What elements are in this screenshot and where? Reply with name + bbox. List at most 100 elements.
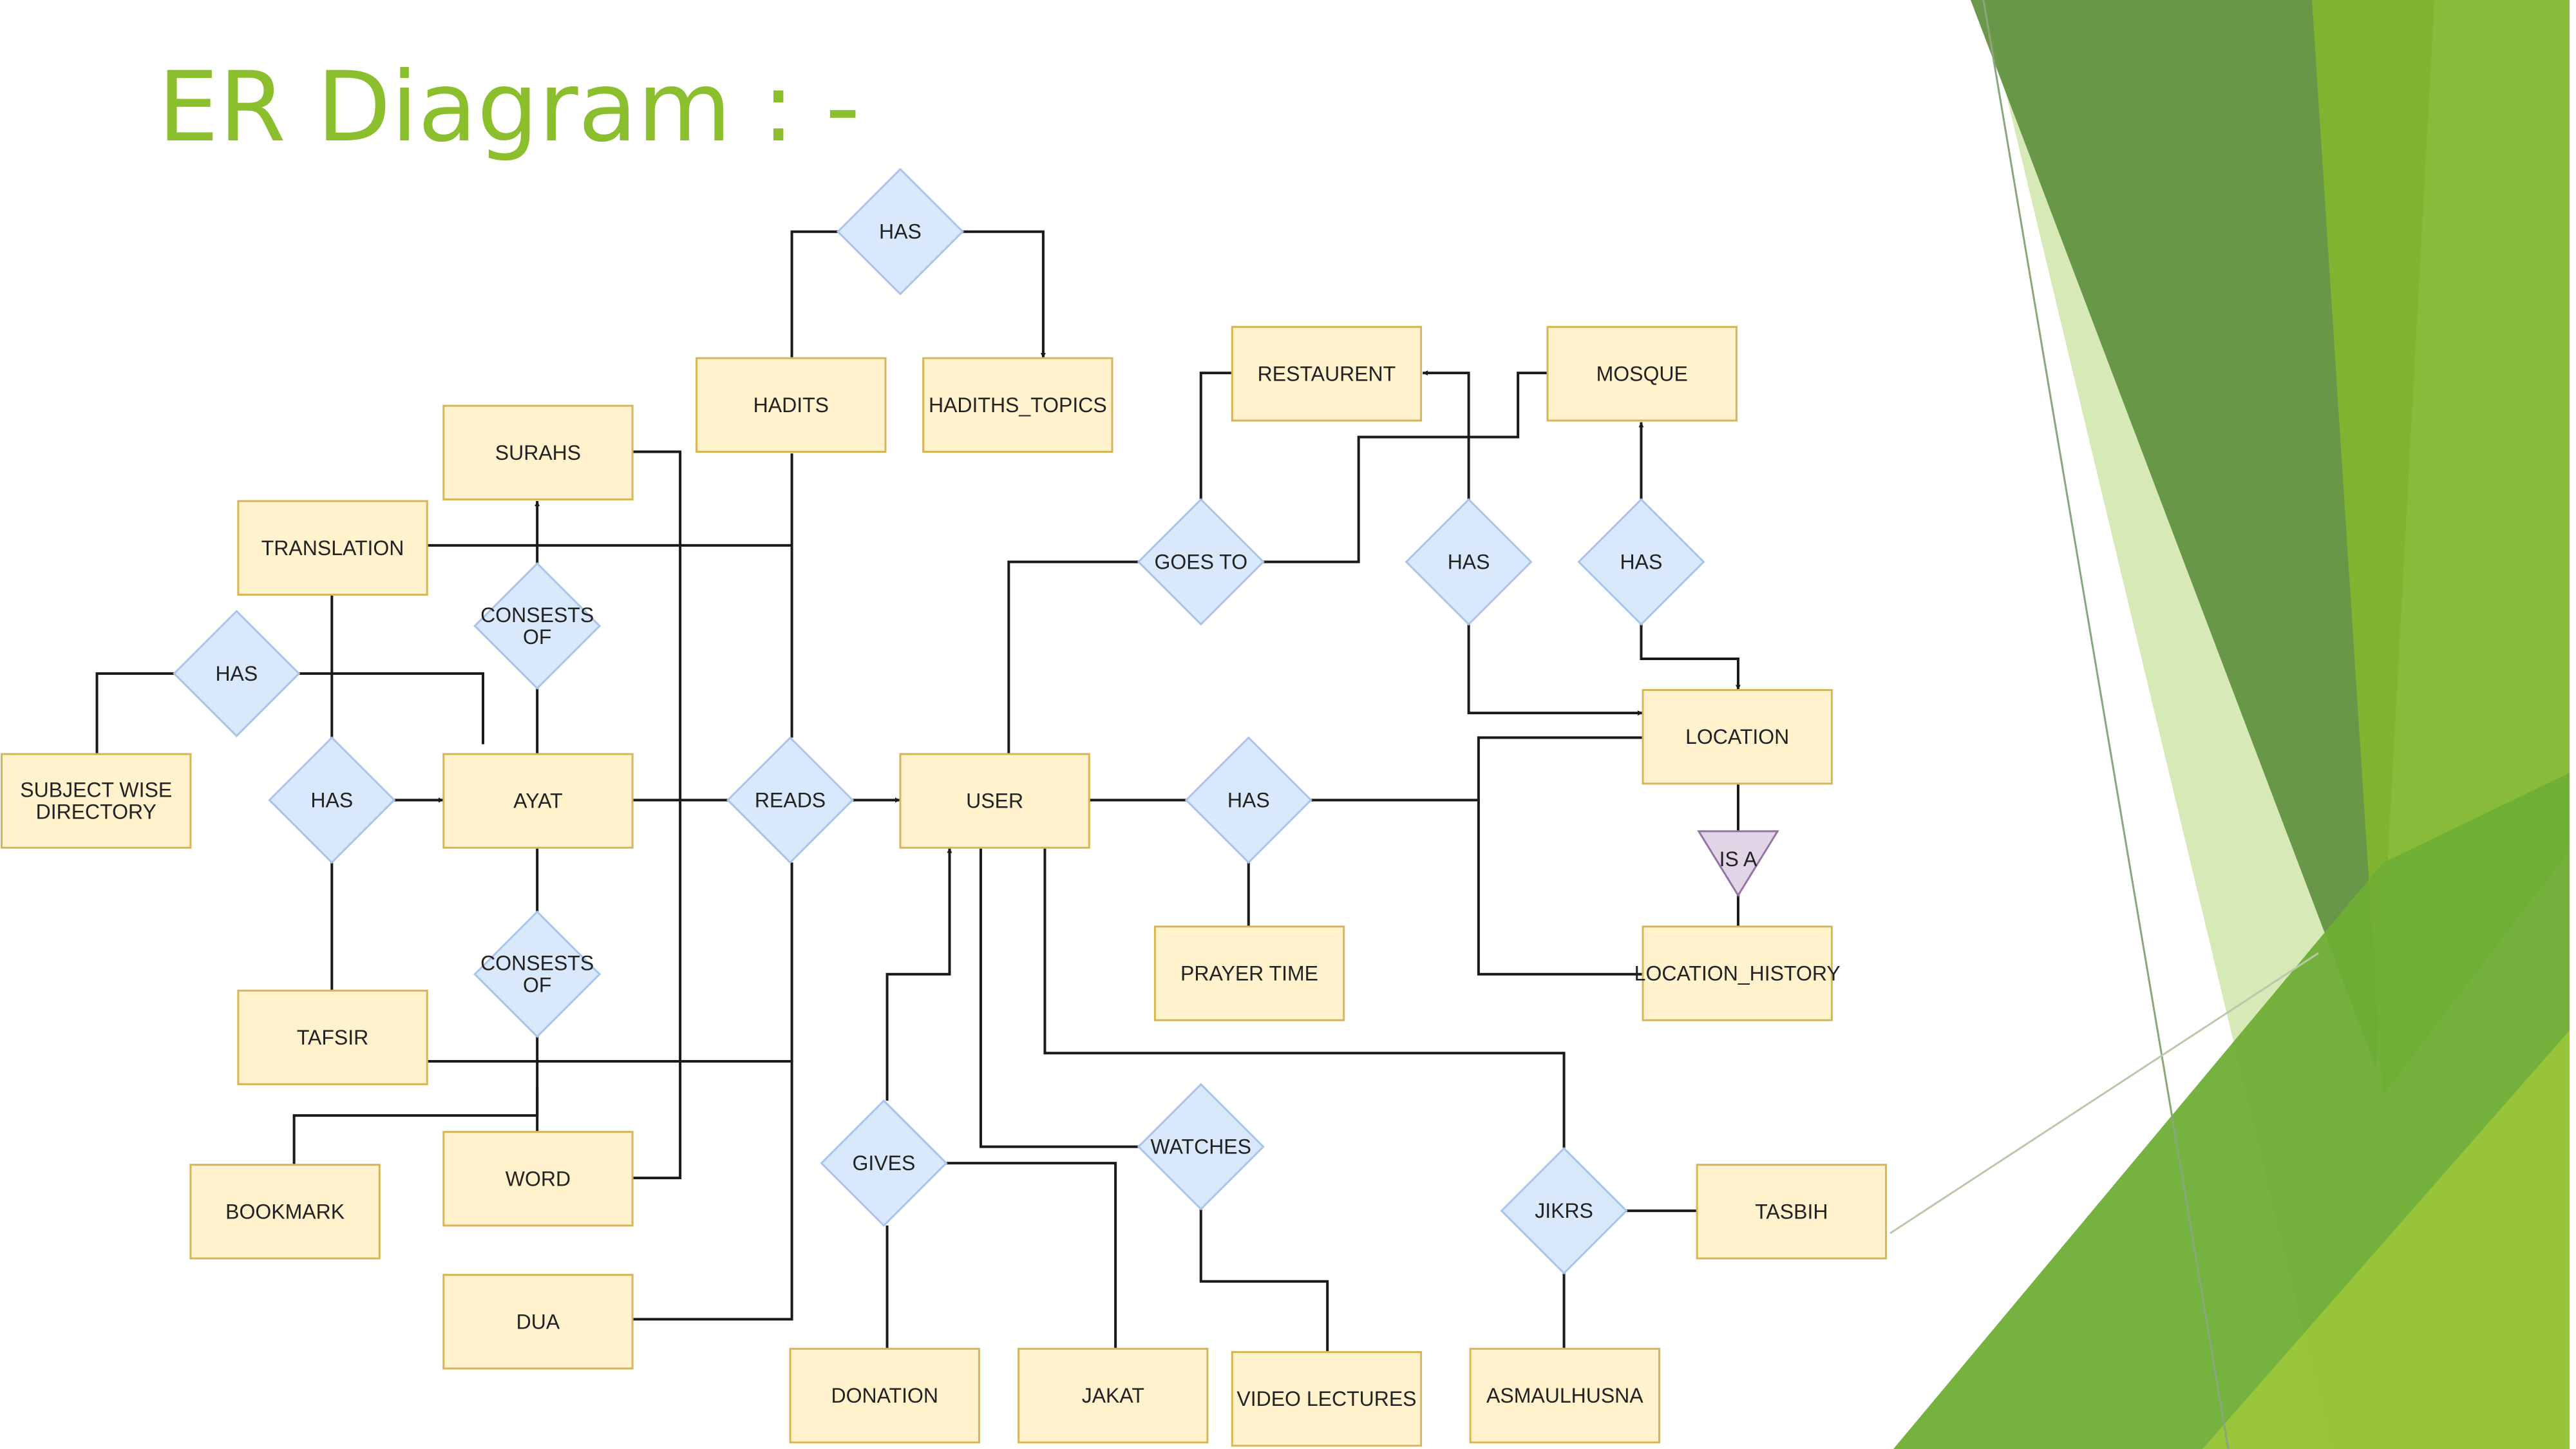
relationship-has-restaurent: HAS xyxy=(1405,498,1533,626)
relationship-goes-to: GOES TO xyxy=(1137,498,1265,626)
connector-line xyxy=(962,230,1046,359)
entity-label: HADITS xyxy=(753,393,829,417)
entity-tafsir: TAFSIR xyxy=(237,989,428,1086)
entity-label: TASBIH xyxy=(1755,1200,1828,1223)
relationship-diamond xyxy=(820,1099,948,1227)
relationship-diamond xyxy=(1137,1083,1265,1211)
relationship-has-prayer: HAS xyxy=(1184,736,1312,864)
entity-label: VIDEO LECTURES xyxy=(1236,1387,1416,1410)
connector-lines xyxy=(95,230,1741,1352)
connector-line xyxy=(790,230,838,359)
entity-translation: TRANSLATION xyxy=(237,500,428,596)
entity-label: ASMAULHUSNA xyxy=(1486,1384,1643,1407)
relationship-diamond xyxy=(1184,736,1312,864)
entity-donation: DONATION xyxy=(789,1347,980,1444)
entity-hadits: HADITS xyxy=(696,357,887,453)
relationship-diamond xyxy=(473,910,601,1038)
entity-label: TAFSIR xyxy=(297,1026,368,1049)
connector-line xyxy=(979,848,1139,1148)
relationship-label: HAS xyxy=(310,788,353,811)
entity-box xyxy=(1231,1350,1423,1447)
connector-line xyxy=(946,1162,1117,1349)
relationship-diamond xyxy=(836,167,965,296)
entity-box xyxy=(442,1274,634,1370)
entity-ayat: AYAT xyxy=(442,753,634,849)
entity-label: DUA xyxy=(516,1310,560,1333)
connector-line xyxy=(1311,736,1643,802)
entity-box xyxy=(789,1347,980,1444)
connector-line xyxy=(1263,372,1548,564)
entity-label: WORD xyxy=(506,1167,571,1190)
entity-box xyxy=(1469,1347,1661,1444)
relationship-diamond xyxy=(473,562,601,690)
entity-box xyxy=(1153,925,1345,1021)
entity-box xyxy=(899,753,1090,849)
deco-dark-shard xyxy=(1971,0,2434,1069)
entity-prayer-time: PRAYER TIME xyxy=(1153,925,1345,1021)
connector-line xyxy=(1467,624,1643,716)
entity-label: LOCATION xyxy=(1685,725,1789,748)
entity-label: JAKAT xyxy=(1082,1384,1144,1407)
connector-line xyxy=(1043,848,1566,1149)
relationship-has-hadits: HAS xyxy=(836,167,965,296)
entity-mosque: MOSQUE xyxy=(1546,326,1738,422)
connector-line xyxy=(95,672,175,754)
entity-location-history: LOCATION_HISTORY xyxy=(1634,925,1841,1021)
isa-triangle: IS A xyxy=(1697,830,1779,898)
entity-user: USER xyxy=(899,753,1090,849)
entity-hadiths-topics: HADITHS_TOPICS xyxy=(922,357,1113,453)
entity-label: SURAHS xyxy=(495,441,581,464)
entity-label: AYAT xyxy=(513,790,562,813)
relationship-label: GOES TO xyxy=(1154,550,1247,573)
relationship-diamond xyxy=(1577,498,1705,626)
entity-box xyxy=(189,1164,381,1260)
connector-line xyxy=(1640,624,1741,690)
relationship-has-translation: HAS xyxy=(268,736,396,864)
relationship-label: HAS xyxy=(215,662,258,685)
entity-dua: DUA xyxy=(442,1274,634,1370)
relationship-label: HAS xyxy=(1227,788,1270,811)
relationship-diamond xyxy=(1500,1147,1628,1275)
relationship-gives: GIVES xyxy=(820,1099,948,1227)
relationship-diamond xyxy=(268,736,396,864)
entity-bookmark: BOOKMARK xyxy=(189,1164,381,1260)
isa-shape xyxy=(1697,830,1779,898)
relationship-label: HAS xyxy=(879,220,922,243)
entity-box xyxy=(696,357,887,453)
entity-box xyxy=(1018,1347,1209,1444)
relationship-watches: WATCHES xyxy=(1137,1083,1265,1211)
entity-label: USER xyxy=(966,790,1023,813)
entity-word: WORD xyxy=(442,1131,634,1227)
connector-line xyxy=(1423,370,1470,500)
entity-tasbih: TASBIH xyxy=(1696,1164,1888,1260)
entity-label: MOSQUE xyxy=(1596,362,1688,385)
connector-line xyxy=(292,1087,539,1165)
connector-line xyxy=(632,450,682,1180)
entity-box xyxy=(1642,688,1833,785)
connector-line xyxy=(886,848,952,1101)
relationship-label: HAS xyxy=(1620,550,1663,573)
entity-surahs: SURAHS xyxy=(442,404,634,501)
relationship-diamond xyxy=(1137,498,1265,626)
entity-box xyxy=(1642,925,1833,1021)
connector-line xyxy=(1199,372,1233,500)
connector-line xyxy=(1477,800,1643,976)
connector-line xyxy=(1199,1209,1329,1352)
relationship-label: JIKRS xyxy=(1535,1199,1593,1222)
entity-label: TRANSLATION xyxy=(261,536,404,560)
entity-label: HADITHS_TOPICS xyxy=(929,393,1107,417)
entity-location: LOCATION xyxy=(1642,688,1833,785)
entity-label: PRAYER TIME xyxy=(1180,961,1318,985)
relationship-label: READS xyxy=(755,788,826,811)
entity-box xyxy=(1231,326,1423,422)
entity-label: RESTAURENT xyxy=(1258,362,1396,385)
relationship-diamond xyxy=(173,609,301,737)
relationship-label: HAS xyxy=(1448,550,1490,573)
isa-label: IS A xyxy=(1719,848,1757,871)
connector-line xyxy=(299,672,484,744)
entity-asmaulhusna: ASMAULHUSNA xyxy=(1469,1347,1661,1444)
